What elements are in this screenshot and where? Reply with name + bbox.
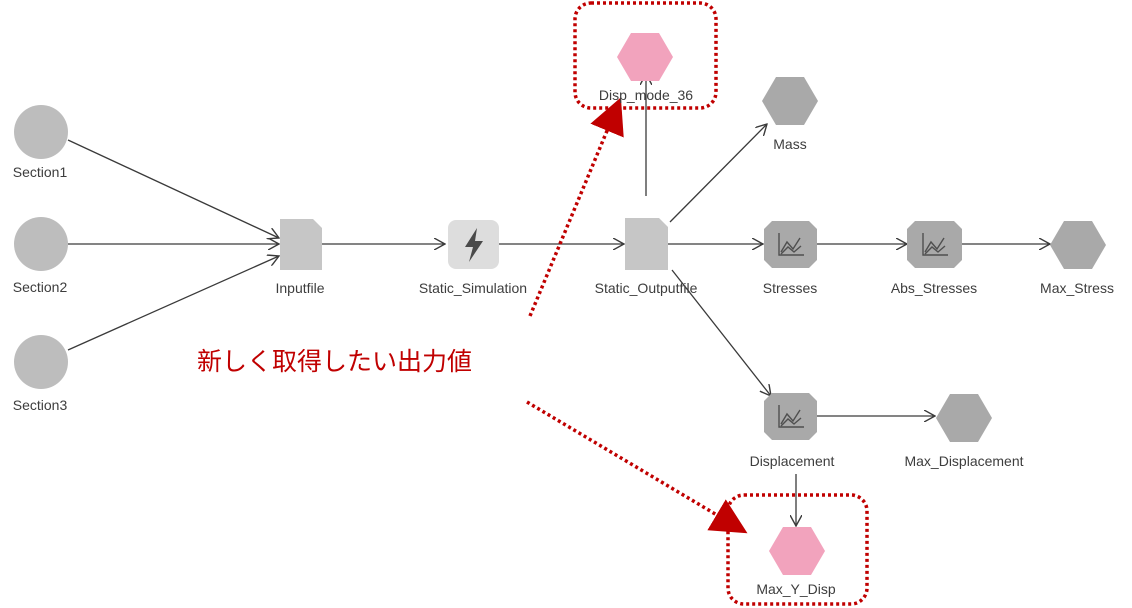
static-outputfile-node[interactable]: [625, 218, 669, 271]
section2-node[interactable]: [13, 216, 69, 272]
static-outputfile-label: Static_Outputfile: [594, 280, 698, 296]
static-simulation-node[interactable]: [448, 220, 500, 270]
edge-section3-inputfile: [67, 256, 279, 351]
abs-stresses-node[interactable]: [907, 221, 963, 269]
line-chart-icon: [922, 233, 948, 256]
callout-arrow-up: [528, 97, 624, 317]
section1-label: Section1: [12, 164, 68, 180]
section3-node[interactable]: [13, 334, 69, 390]
lightning-bolt-icon: [465, 228, 483, 262]
max-displacement-node[interactable]: [936, 393, 993, 443]
line-chart-icon: [778, 233, 804, 256]
callout-arrow-down: [526, 400, 748, 534]
max-y-disp-label: Max_Y_Disp: [756, 581, 836, 597]
static-simulation-label: Static_Simulation: [418, 280, 528, 296]
stresses-node[interactable]: [764, 221, 818, 269]
stresses-label: Stresses: [762, 280, 818, 296]
max-stress-label: Max_Stress: [1040, 280, 1114, 296]
inputfile-node[interactable]: [280, 219, 323, 271]
mass-label: Mass: [773, 136, 807, 152]
edge-outputfile-mass: [669, 124, 767, 223]
max-y-disp-node[interactable]: [769, 526, 826, 576]
highlight-box-disp-mode: [573, 1, 718, 110]
max-stress-node[interactable]: [1050, 220, 1107, 270]
disp-mode-36-node[interactable]: [617, 32, 674, 82]
edge-section1-inputfile: [67, 139, 279, 238]
inputfile-label: Inputfile: [275, 280, 325, 296]
section1-node[interactable]: [13, 104, 69, 160]
max-displacement-label: Max_Displacement: [904, 453, 1024, 469]
abs-stresses-label: Abs_Stresses: [890, 280, 978, 296]
displacement-node[interactable]: [764, 393, 818, 441]
section3-label: Section3: [12, 397, 68, 413]
callout-text: 新しく取得したい出力値: [197, 347, 473, 376]
mass-node[interactable]: [762, 76, 819, 126]
section2-label: Section2: [12, 279, 68, 295]
highlight-box-max-y-disp: [726, 493, 869, 606]
edge-outputfile-displacement: [671, 269, 771, 396]
disp-mode-36-label: Disp_mode_36: [598, 87, 694, 103]
line-chart-icon: [778, 405, 804, 428]
displacement-label: Displacement: [749, 453, 835, 469]
